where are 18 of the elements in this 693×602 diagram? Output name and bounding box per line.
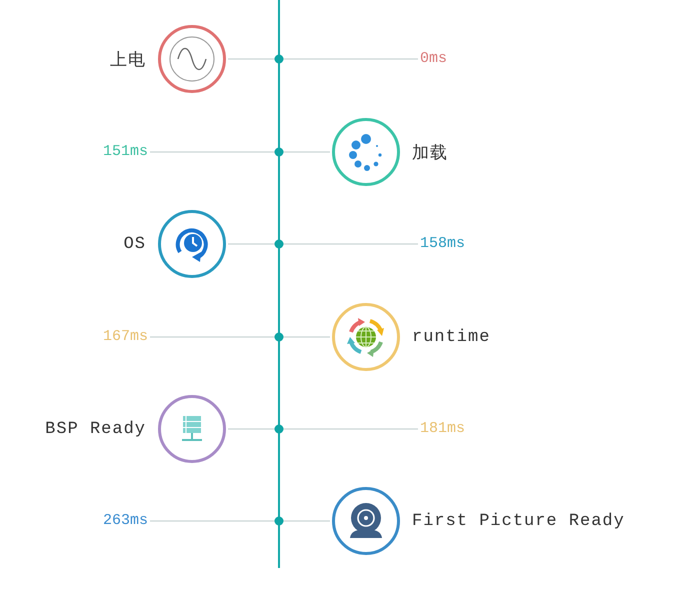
time-label: 0ms (420, 50, 448, 68)
connector-line (150, 520, 330, 522)
connector-line (150, 151, 330, 153)
step-label: OS (124, 234, 146, 254)
step-label: 上电 (110, 50, 146, 70)
connector-line (228, 58, 418, 60)
connector-line (228, 243, 418, 245)
time-label: 263ms (102, 512, 148, 530)
connector-line (150, 336, 330, 338)
time-label: 151ms (102, 143, 148, 161)
time-label: 181ms (420, 420, 466, 438)
step-label: runtime (412, 328, 490, 346)
connector-line (228, 428, 418, 430)
time-label: 167ms (102, 328, 148, 346)
step-label: BSP Ready (45, 420, 146, 438)
step-label: First Picture Ready (412, 512, 625, 530)
time-label: 158ms (420, 235, 466, 253)
step-label: 加载 (412, 143, 448, 164)
